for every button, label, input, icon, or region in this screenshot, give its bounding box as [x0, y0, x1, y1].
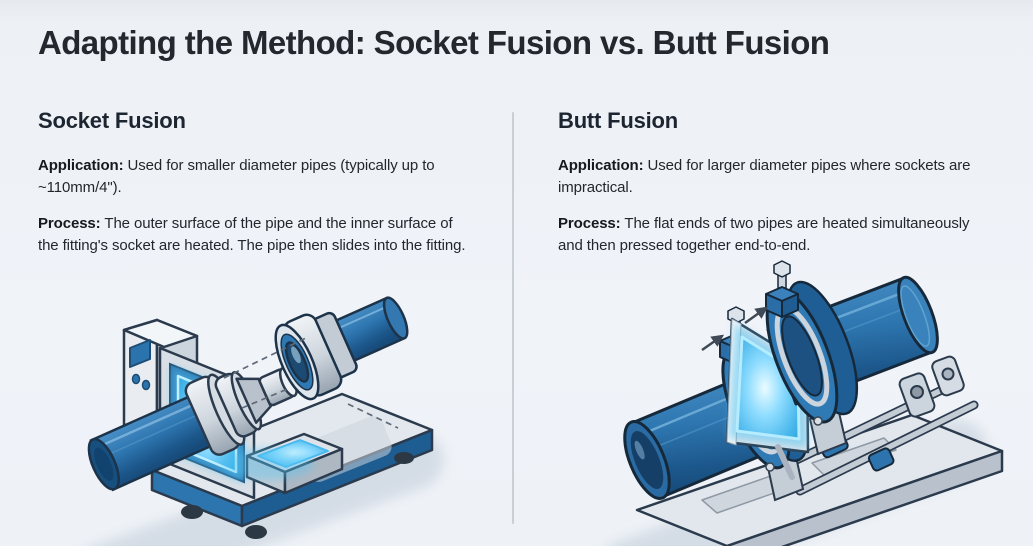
- socket-fitting: [274, 296, 409, 401]
- heater-spigot: [184, 366, 298, 456]
- socket-fusion-heading: Socket Fusion: [38, 108, 186, 133]
- right-clamp: [765, 260, 859, 426]
- tower-button: [141, 379, 151, 391]
- pipe-and-spigot: [87, 366, 314, 492]
- butt-fusion-heading: Butt Fusion: [558, 108, 678, 133]
- motion-arrows: [701, 306, 769, 352]
- stanchion: [898, 355, 965, 418]
- guide-rods: [777, 355, 979, 496]
- column-divider: [512, 112, 514, 524]
- socket-application-text: Application: Used for smaller diameter p…: [38, 157, 435, 196]
- tower-button: [131, 373, 141, 385]
- socket-fusion-section: Socket Fusion Application: Used for smal…: [38, 108, 506, 271]
- alignment-dashes: [223, 336, 399, 429]
- page-title: Adapting the Method: Socket Fusion vs. B…: [38, 24, 830, 61]
- butt-fusion-section: Butt Fusion Application: Used for larger…: [558, 108, 998, 271]
- butt-fusion-illustration: [582, 255, 1033, 546]
- tower-display: [129, 339, 151, 368]
- socket-fusion-illustration: [52, 260, 484, 546]
- butt-application-text: Application: Used for larger diameter pi…: [558, 157, 971, 196]
- socket-process-text: Process: The outer surface of the pipe a…: [38, 215, 466, 254]
- clamp-bolt: [765, 260, 799, 318]
- butt-process-text: Process: The flat ends of two pipes are …: [558, 215, 970, 254]
